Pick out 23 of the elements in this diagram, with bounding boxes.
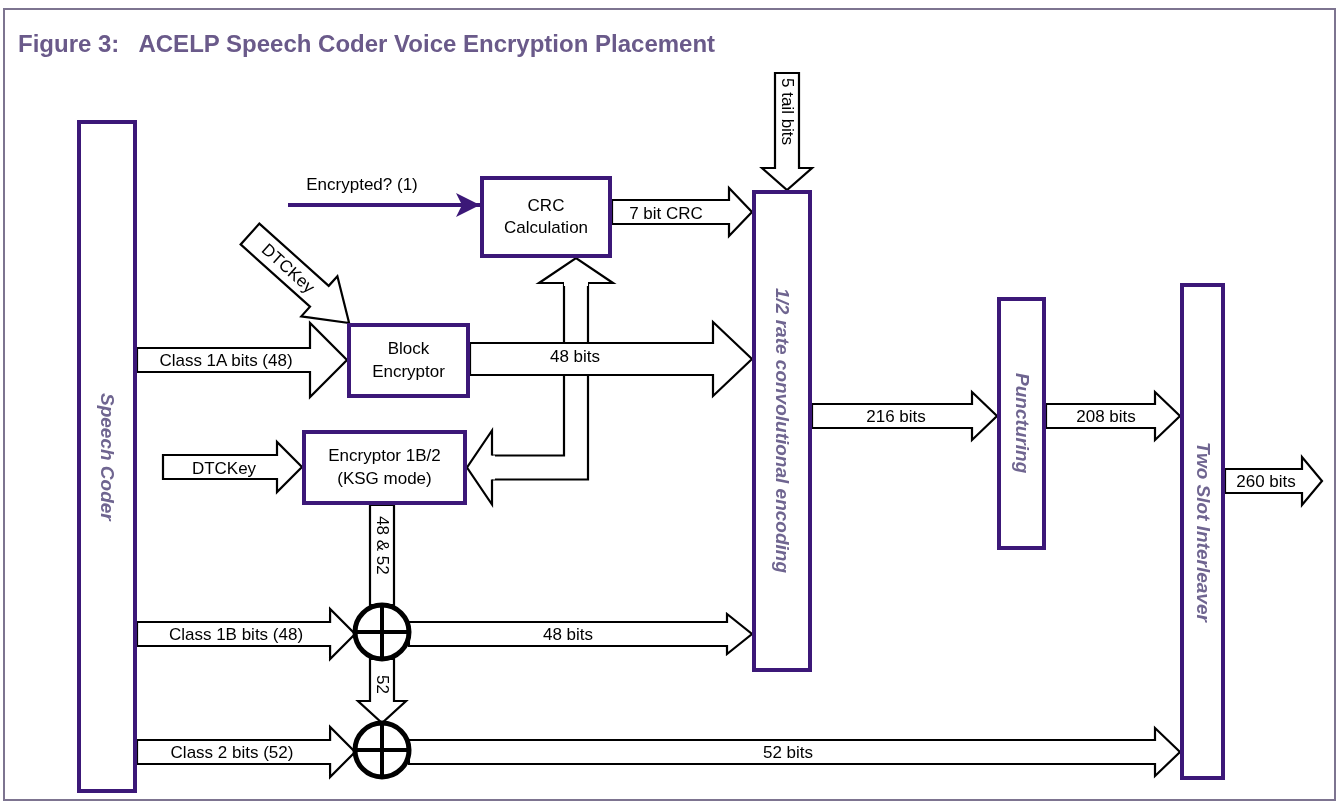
node-label: CRC Calculation — [502, 194, 590, 239]
node-label: 1/2 rate convolutional encoding — [771, 288, 793, 574]
process-box — [347, 323, 470, 398]
block-arrow — [407, 611, 754, 657]
process-bar — [77, 120, 137, 793]
process-bar — [997, 297, 1046, 550]
block-arrow — [407, 725, 1182, 779]
process-box — [480, 176, 612, 258]
block-arrow — [239, 222, 351, 325]
node-label: Two Slot Interleaver — [1191, 441, 1214, 622]
node-label: Speech Coder — [96, 392, 118, 521]
block-arrow — [468, 319, 754, 399]
edge-label: Encrypted? (1) — [305, 175, 419, 193]
figure-title: Figure 3: ACELP Speech Coder Voice Encryption Placement — [18, 30, 716, 58]
xor-circle — [351, 601, 413, 663]
node-label: Puncturing — [1010, 373, 1033, 474]
process-box — [302, 430, 467, 505]
process-bar — [1180, 283, 1225, 780]
xor-circle — [351, 719, 413, 781]
arrow — [288, 193, 480, 217]
process-bar — [752, 190, 812, 672]
node-label: Block Encryptor — [371, 338, 446, 383]
node-label: Encryptor 1B/2 (KSG mode) — [327, 445, 442, 490]
